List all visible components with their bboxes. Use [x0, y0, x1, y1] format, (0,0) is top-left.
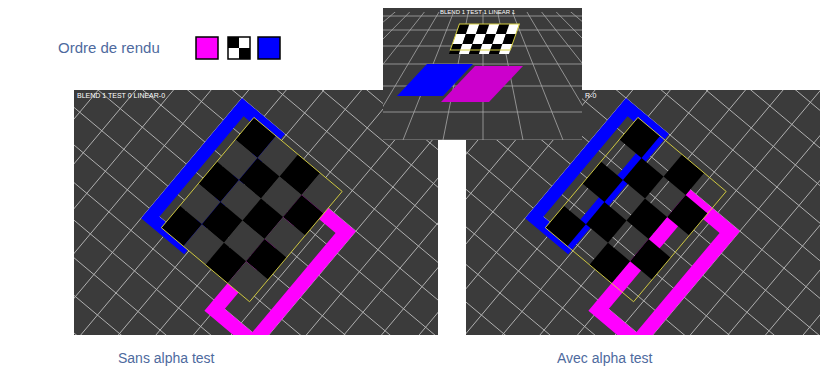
- checker-cell: [582, 162, 623, 203]
- image-caption: Sans alpha test: [118, 350, 215, 366]
- grid-line: [383, 64, 582, 65]
- grid-line: [74, 200, 387, 335]
- grid-line: [383, 112, 582, 113]
- checker-cell: [589, 243, 630, 284]
- grid-line: [74, 90, 229, 317]
- grid-line: [74, 90, 273, 335]
- checker-quad: [161, 117, 342, 301]
- grid-line: [114, 90, 438, 312]
- grid-line: [466, 156, 808, 335]
- grid-line: [205, 118, 438, 335]
- grid-line: [74, 90, 427, 335]
- grid-line: [589, 118, 820, 335]
- grid-line: [466, 90, 591, 299]
- checker-cell: [586, 202, 627, 243]
- checker-cell: [623, 158, 664, 199]
- grid-line: [74, 156, 424, 335]
- grid-line: [466, 90, 820, 335]
- checker-cell: [630, 239, 671, 280]
- checker-quad: [449, 24, 520, 54]
- checker-swatch-cell: [228, 37, 239, 48]
- grid-line: [466, 90, 679, 335]
- magenta-swatch: [196, 37, 218, 59]
- quad-outline: [545, 117, 726, 301]
- checker-cell: [545, 206, 586, 247]
- checker-cell: [228, 261, 269, 302]
- checker-cell: [627, 199, 668, 240]
- checker-swatch-cell: [239, 48, 250, 59]
- grid-line: [466, 90, 820, 335]
- quad-outline: [450, 24, 519, 50]
- render-order-swatches: [196, 37, 280, 59]
- grid-line: [466, 90, 745, 335]
- blue-swatch: [258, 37, 280, 59]
- checker-swatch: [228, 37, 250, 59]
- image-caption: Avec alpha test: [557, 350, 652, 366]
- grid-line: [74, 178, 406, 335]
- grid-line: [74, 90, 317, 335]
- grid-line: [553, 90, 820, 245]
- checker-cell: [619, 117, 660, 158]
- screenshot-with-alpha-test: [466, 90, 820, 335]
- floor-grid: [74, 90, 438, 335]
- grid-line: [74, 90, 405, 335]
- grid-line: [74, 111, 438, 335]
- grid-line: [545, 90, 820, 335]
- grid-line: [466, 90, 820, 335]
- grid-line: [466, 90, 820, 335]
- grid-line: [188, 90, 438, 223]
- checker-quad: [545, 117, 726, 301]
- quad-outline: [161, 117, 342, 301]
- grid-line: [74, 90, 207, 299]
- screenshot-without-alpha-test: [74, 90, 438, 335]
- grid-line: [466, 178, 790, 335]
- grid-line: [466, 90, 820, 335]
- render-order-title: Ordre de rendu: [58, 39, 160, 56]
- grid-line: [74, 90, 438, 335]
- grid-line: [466, 111, 820, 335]
- grid-line: [466, 200, 771, 335]
- screenshot-overview: [383, 8, 582, 140]
- grid-line: [466, 90, 723, 335]
- grid-line: [466, 133, 820, 335]
- checker-cell: [664, 154, 705, 195]
- grid-line: [169, 90, 438, 245]
- floor-grid: [466, 90, 820, 335]
- grid-line: [74, 133, 438, 335]
- magenta-quad: [441, 66, 523, 102]
- floor-grid: [383, 8, 582, 140]
- grid-line: [655, 174, 820, 335]
- grid-line: [95, 90, 438, 334]
- grid-line: [383, 16, 582, 17]
- grid-line: [77, 90, 438, 335]
- grid-line: [151, 90, 438, 268]
- grid-line: [611, 137, 820, 335]
- grid-line: [466, 90, 820, 335]
- grid-line: [466, 90, 811, 335]
- grid-line: [383, 140, 582, 141]
- viewport-ground: [383, 8, 582, 140]
- viewport-caption: BLEND 1 TEST 0 LINEAR-0: [77, 92, 165, 100]
- checker-cell: [667, 195, 708, 236]
- viewport-caption: BLEND 1 TEST 1 LINEAR 1: [440, 9, 515, 16]
- viewport-caption: R-0: [585, 92, 596, 100]
- grid-line: [466, 90, 767, 335]
